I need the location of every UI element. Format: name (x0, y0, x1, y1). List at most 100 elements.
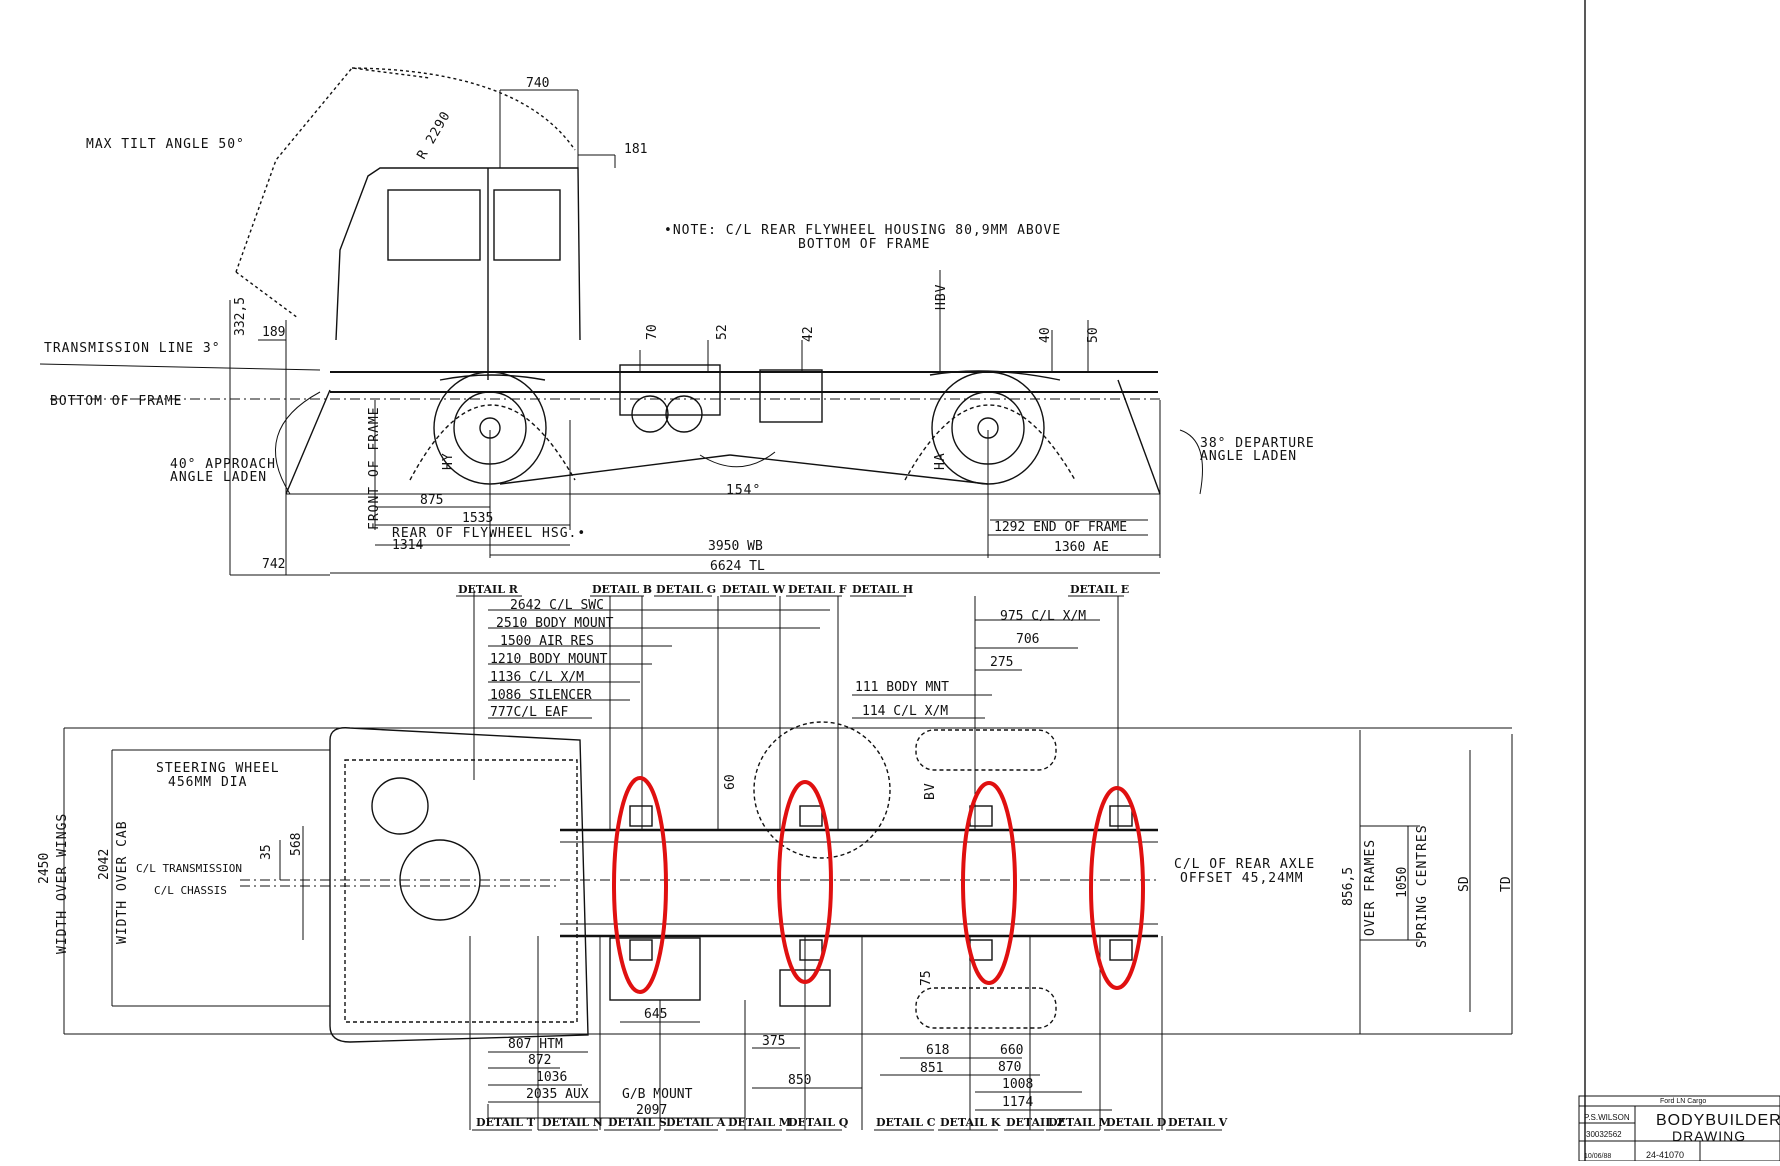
hbv-label: HBV (934, 284, 949, 310)
dim-875: 875 (420, 493, 443, 508)
ramp-angle-label: 154° (726, 483, 761, 498)
detail-label-bottom-2: DETAIL N (542, 1116, 603, 1129)
dim-sd: SD (1457, 876, 1472, 892)
gb-mount-label: G/B MOUNT (622, 1087, 693, 1102)
stack-dim-7: 777C/L EAF (490, 705, 568, 720)
dim-50: 50 (1086, 327, 1101, 343)
departure-angle-line-2: ANGLE LADEN (1200, 449, 1297, 464)
spare-wheel (753, 721, 891, 859)
dim-wheelbase: 3950 WB (708, 539, 763, 554)
max-tilt-label: MAX TILT ANGLE 50° (86, 137, 245, 152)
detail-label-top-6: DETAIL H (852, 583, 913, 596)
right-stack-dim-1: 975 C/L X/M (1000, 609, 1086, 624)
width-over-wings-label: WIDTH OVER WINGS (55, 813, 70, 954)
title-block-title-2: DRAWING (1672, 1128, 1746, 1144)
detail-label-top-3: DETAIL G (656, 583, 716, 596)
cl-transmission-label: C/L TRANSMISSION (136, 862, 242, 875)
detail-label-top-1: DETAIL R (458, 583, 519, 596)
plan-view (63, 590, 1513, 1130)
dim-1036: 1036 (536, 1070, 567, 1085)
stack-dim-4: 1210 BODY MOUNT (490, 652, 608, 667)
dim-1314: 1314 (392, 538, 423, 553)
stack-dim-2: 2510 BODY MOUNT (496, 616, 614, 631)
dim-35: 35 (259, 844, 274, 860)
stack-dim-5: 1136 C/L X/M (490, 670, 584, 685)
right-stack-dim-4: 111 BODY MNT (855, 680, 949, 695)
side-view (39, 67, 1203, 576)
dim-40: 40 (1038, 327, 1053, 343)
dim-td: TD (1499, 876, 1514, 892)
detail-label-top-4: DETAIL W (722, 583, 786, 596)
dim-2450: 2450 (37, 853, 52, 884)
dim-2042: 2042 (97, 849, 112, 880)
steering-wheel-label-1: STEERING WHEEL (156, 761, 280, 776)
side-view-labels: MAX TILT ANGLE 50° R 2290 •NOTE: C/L REA… (44, 76, 1315, 574)
title-block-number: 30032562 (1586, 1130, 1622, 1139)
stack-dim-6: 1086 SILENCER (490, 688, 592, 703)
ha-label: HA (933, 452, 948, 470)
width-over-cab-label: WIDTH OVER CAB (115, 820, 130, 944)
dim-42: 42 (801, 326, 816, 342)
title-block-ref: 24-41070 (1646, 1150, 1684, 1160)
cab-window-front (387, 189, 481, 261)
detail-label-bottom-6: DETAIL Q (788, 1116, 849, 1129)
detail-label-bottom-3: DETAIL S (608, 1116, 667, 1129)
highlight-ellipse-3 (961, 781, 1017, 985)
right-stack-dim-2: 706 (1016, 632, 1039, 647)
dim-618: 618 (926, 1043, 949, 1058)
right-stack-dim-3: 275 (990, 655, 1013, 670)
detail-label-bottom-8: DETAIL K (940, 1116, 1001, 1129)
dim-52: 52 (715, 324, 730, 340)
rear-axle-label-2: OFFSET 45,24MM (1180, 871, 1304, 886)
over-frames-label: OVER FRAMES (1363, 839, 1378, 936)
top-detail-labels: DETAIL R DETAIL B DETAIL G DETAIL W DETA… (458, 583, 1129, 596)
spring-centres-label: SPRING CENTRES (1415, 824, 1430, 948)
title-block-date: 10/06/88 (1584, 1153, 1611, 1160)
dim-807-htm: 807 HTM (508, 1037, 563, 1052)
detail-label-bottom-12: DETAIL V (1168, 1116, 1228, 1129)
dim-total-length: 6624 TL (710, 559, 765, 574)
bottom-detail-labels: DETAIL T DETAIL N DETAIL S DETAIL A DETA… (476, 1116, 1228, 1129)
bottom-of-frame-label: BOTTOM OF FRAME (50, 394, 182, 409)
title-block-drawn-by: P.S.WILSON (1584, 1113, 1630, 1122)
rear-flywheel-label: REAR OF FLYWHEEL HSG.• (392, 526, 586, 541)
dim-181: 181 (624, 142, 647, 157)
tilt-radius-label: R 2290 (414, 109, 453, 162)
steering-wheel-label-2: 456MM DIA (168, 775, 247, 790)
dim-end-of-frame: 1292 END OF FRAME (994, 520, 1127, 535)
dim-742: 742 (262, 557, 285, 572)
dim-660: 660 (1000, 1043, 1023, 1058)
dim-740: 740 (526, 76, 549, 91)
cab-plan (329, 727, 589, 1043)
note-line-2: BOTTOM OF FRAME (798, 237, 930, 252)
dim-856-5: 856,5 (1341, 867, 1356, 906)
dim-60: 60 (723, 774, 738, 790)
hy-label: HY (441, 452, 456, 470)
cab-outline (335, 167, 581, 341)
dim-2035-aux: 2035 AUX (526, 1087, 589, 1102)
dim-645: 645 (644, 1007, 667, 1022)
dim-70: 70 (645, 324, 660, 340)
rear-axle-label-1: C/L OF REAR AXLE (1174, 857, 1315, 872)
dim-1008: 1008 (1002, 1077, 1033, 1092)
dim-332-5: 332,5 (233, 297, 248, 336)
dim-870: 870 (998, 1060, 1021, 1075)
front-of-frame-label: FRONT OF FRAME (367, 406, 382, 530)
dim-1174: 1174 (1002, 1095, 1033, 1110)
dim-1050: 1050 (1395, 867, 1410, 898)
title-block-title-1: BODYBUILDER (1656, 1112, 1780, 1129)
dim-75: 75 (919, 970, 934, 986)
departure-angle-line-1: 38° DEPARTURE (1200, 436, 1315, 451)
dim-2097: 2097 (636, 1103, 667, 1118)
left-stack-dims: 2642 C/L SWC 2510 BODY MOUNT 1500 AIR RE… (490, 598, 614, 720)
transmission-line-label: TRANSMISSION LINE 3° (44, 341, 221, 356)
detail-label-bottom-5: DETAIL M (728, 1116, 791, 1129)
note-line-1: •NOTE: C/L REAR FLYWHEEL HOUSING 80,9MM … (664, 223, 1061, 238)
highlight-ellipse-1 (612, 776, 668, 994)
detail-label-top-7: DETAIL E (1070, 583, 1129, 596)
plan-view-labels: STEERING WHEEL 456MM DIA C/L TRANSMISSIO… (37, 761, 1514, 1118)
title-block-text: Ford LN Cargo P.S.WILSON 30032562 BODYBU… (1584, 1098, 1780, 1160)
approach-angle-line-1: 40° APPROACH (170, 457, 276, 472)
